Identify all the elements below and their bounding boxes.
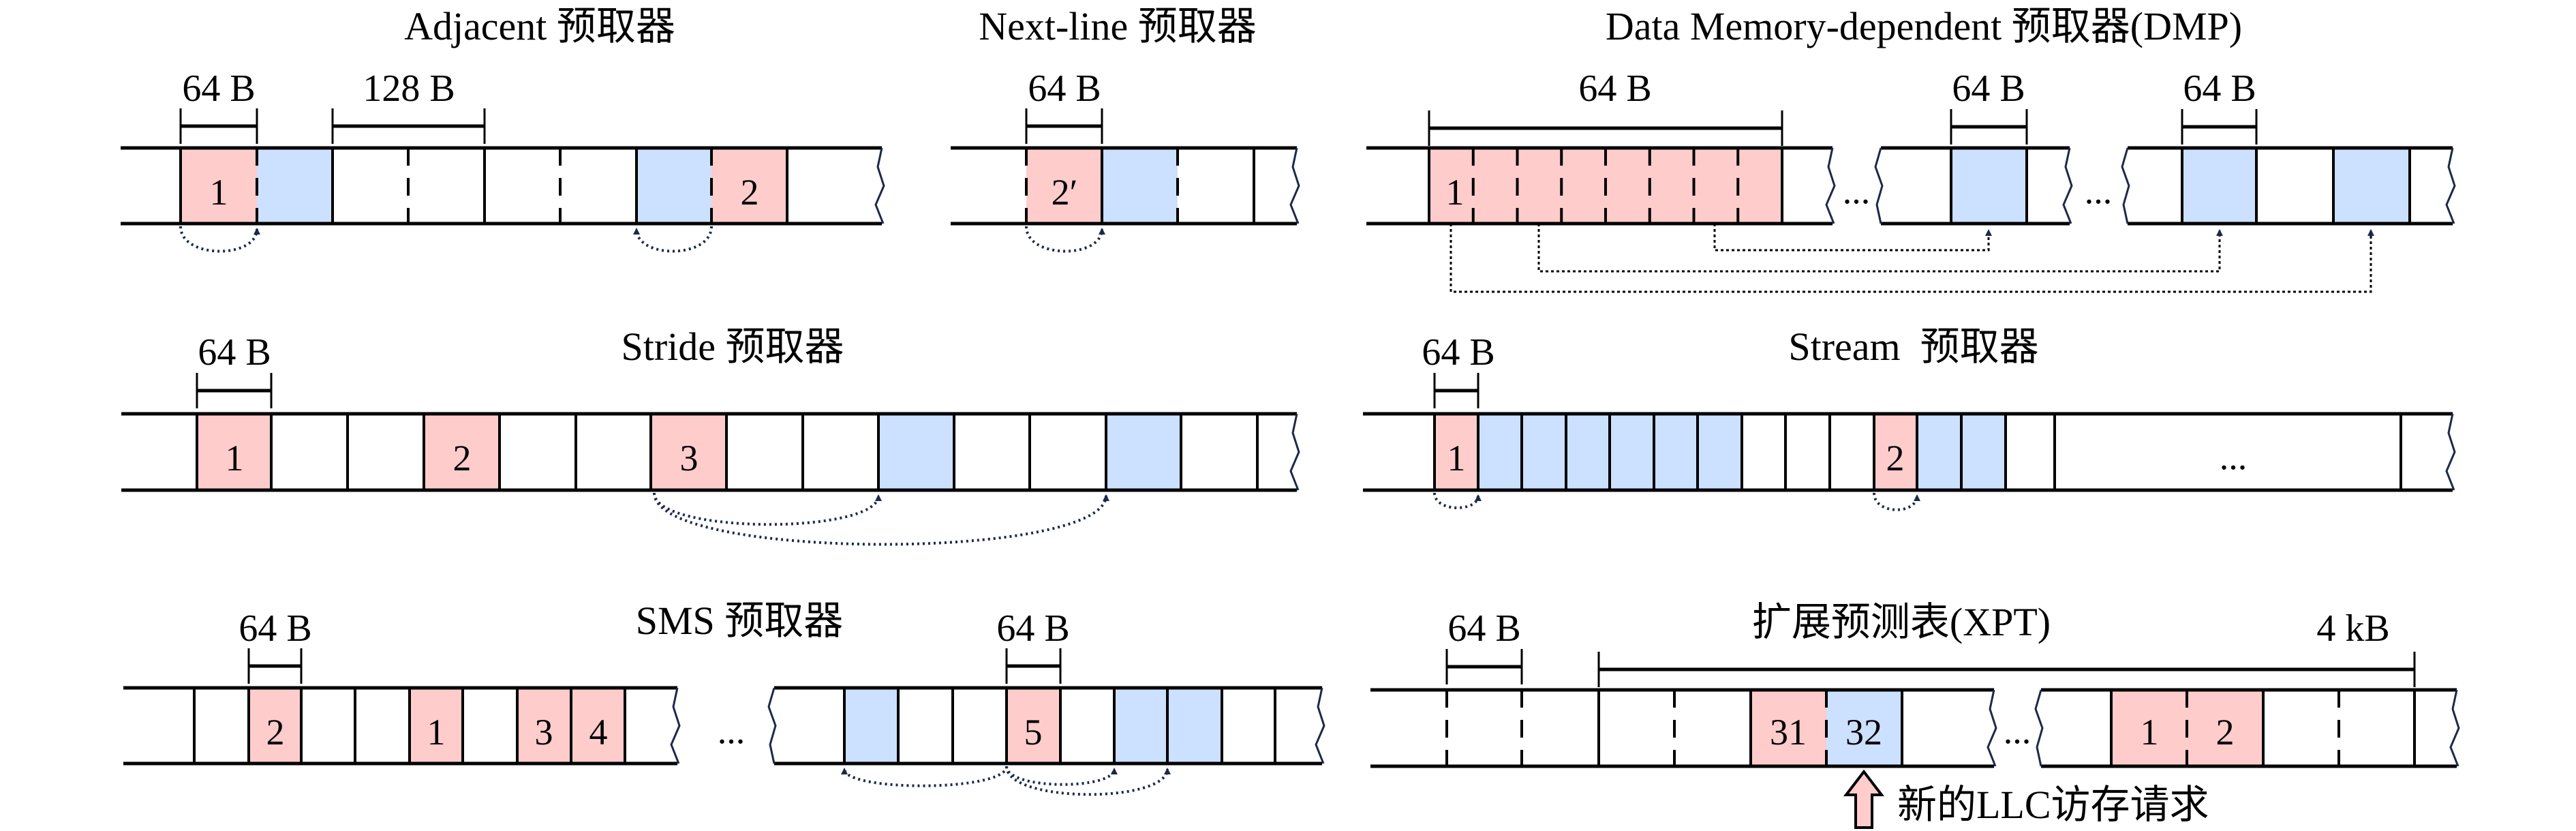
request-arrow-icon xyxy=(1843,769,1885,829)
cell-label: 1 xyxy=(427,712,446,753)
prefetch-arrow xyxy=(179,226,260,253)
accessed-block xyxy=(1007,688,1060,764)
accessed-block xyxy=(711,148,787,224)
memory-layouts: 1 2 64 B 128 B 2′ 64 B 1...... 64 B 64 B 64 B 1 2 3 6… xyxy=(121,67,2460,829)
request-note: 新的LLC访存请求 xyxy=(1897,783,2209,827)
prefetched-block xyxy=(2333,148,2410,224)
cell-label: 2 xyxy=(2216,712,2235,753)
prefetched-block xyxy=(1102,148,1178,224)
sms-title: SMS 预取器 xyxy=(636,599,844,643)
ellipsis: ... xyxy=(718,710,746,751)
truncation-mark xyxy=(670,687,681,764)
cell-label: 5 xyxy=(1024,712,1043,753)
cell-label: 4 xyxy=(589,712,608,753)
accessed-block xyxy=(197,414,271,490)
prefetch-arrow xyxy=(1005,766,1171,796)
truncation-mark xyxy=(2062,147,2073,224)
accessed-block xyxy=(249,688,301,764)
truncation-mark xyxy=(874,147,885,224)
cell-label: 1 xyxy=(2141,712,2159,753)
cell-label: 31 xyxy=(1770,712,1807,753)
dim-label: 64 B xyxy=(239,607,311,650)
stride-title: Stride 预取器 xyxy=(621,324,844,369)
truncation-mark xyxy=(767,687,777,764)
accessed-block xyxy=(651,414,726,490)
truncation-mark xyxy=(1825,147,1836,224)
truncation-mark xyxy=(1289,147,1300,224)
prefetched-block xyxy=(1951,148,2027,224)
cell-label: 1 xyxy=(210,172,228,213)
truncation-mark xyxy=(1987,689,1997,767)
accessed-block xyxy=(424,414,500,490)
cell-label: 2′ xyxy=(1052,172,1078,213)
accessed-block xyxy=(410,688,463,764)
prefetch-arrow xyxy=(1873,492,1920,511)
dim-label: 64 B xyxy=(1578,67,1651,110)
cell-label: 2 xyxy=(453,438,472,479)
prefetched-block xyxy=(257,148,333,224)
accessed-block xyxy=(1435,414,1478,490)
ellipsis: ... xyxy=(2004,710,2031,751)
accessed-block xyxy=(1751,690,1826,766)
truncation-mark xyxy=(2034,689,2044,767)
truncation-mark xyxy=(2445,413,2456,491)
truncation-mark xyxy=(1315,687,1325,764)
xpt-title: 扩展预测表(XPT) xyxy=(1752,600,2051,644)
dmp-title: Data Memory-dependent 预取器(DMP) xyxy=(1606,4,2242,48)
ellipsis: ... xyxy=(2220,436,2248,477)
dim-label: 64 B xyxy=(1422,331,1494,374)
pointer-arrow xyxy=(1450,224,2374,293)
dim-label: 64 B xyxy=(198,331,271,374)
cell-label: 32 xyxy=(1845,712,1882,753)
stream-title: Stream 预取器 xyxy=(1788,324,2038,369)
dim-label: 64 B xyxy=(182,67,255,110)
nextline-title: Next-line 预取器 xyxy=(979,4,1257,48)
cell-label: 1 xyxy=(1447,438,1466,479)
prefetch-arrow xyxy=(653,492,1109,546)
cell-label: 2 xyxy=(741,172,759,213)
ellipsis: ... xyxy=(1843,170,1871,211)
prefetch-arrow xyxy=(841,766,1008,787)
dim-label: 4 kB xyxy=(2316,607,2389,650)
ellipsis: ... xyxy=(2085,170,2113,211)
cell-label: 2 xyxy=(1886,438,1905,479)
truncation-mark xyxy=(2445,147,2456,224)
dim-label: 128 B xyxy=(363,67,455,110)
accessed-block xyxy=(181,148,257,224)
prefetched-block xyxy=(1106,414,1181,490)
cell-label: 2 xyxy=(266,712,285,753)
accessed-block xyxy=(1026,148,1102,224)
prefetched-block xyxy=(844,688,898,764)
truncation-mark xyxy=(1289,413,1300,491)
dim-label: 64 B xyxy=(996,607,1069,650)
adjacent-title: Adjacent 预取器 xyxy=(404,4,675,48)
dim-label: 64 B xyxy=(1952,67,2025,110)
prefetch-arrow xyxy=(1005,766,1118,786)
prefetch-arrow xyxy=(1025,226,1105,253)
dim-label: 64 B xyxy=(1028,67,1101,110)
prefetch-arrow xyxy=(653,492,882,526)
truncation-mark xyxy=(2121,147,2130,224)
prefetch-arrow xyxy=(1433,492,1482,509)
cell-label: 3 xyxy=(535,712,553,753)
prefetched-block xyxy=(637,148,711,224)
prefetch-arrow xyxy=(633,226,713,253)
cell-label: 1 xyxy=(1446,172,1465,213)
pointer-arrow xyxy=(1537,224,2223,273)
prefetched-block xyxy=(1826,690,1902,766)
dim-label: 64 B xyxy=(2183,67,2256,110)
dim-label: 64 B xyxy=(1447,607,1520,650)
accessed-block xyxy=(1874,414,1917,490)
cell-label: 3 xyxy=(680,438,699,479)
prefetched-block xyxy=(878,414,954,490)
pointer-arrow xyxy=(1713,224,1992,252)
prefetched-block xyxy=(2182,148,2256,224)
truncation-mark xyxy=(1874,147,1884,224)
cell-label: 1 xyxy=(226,438,244,479)
truncation-mark xyxy=(2449,689,2460,767)
